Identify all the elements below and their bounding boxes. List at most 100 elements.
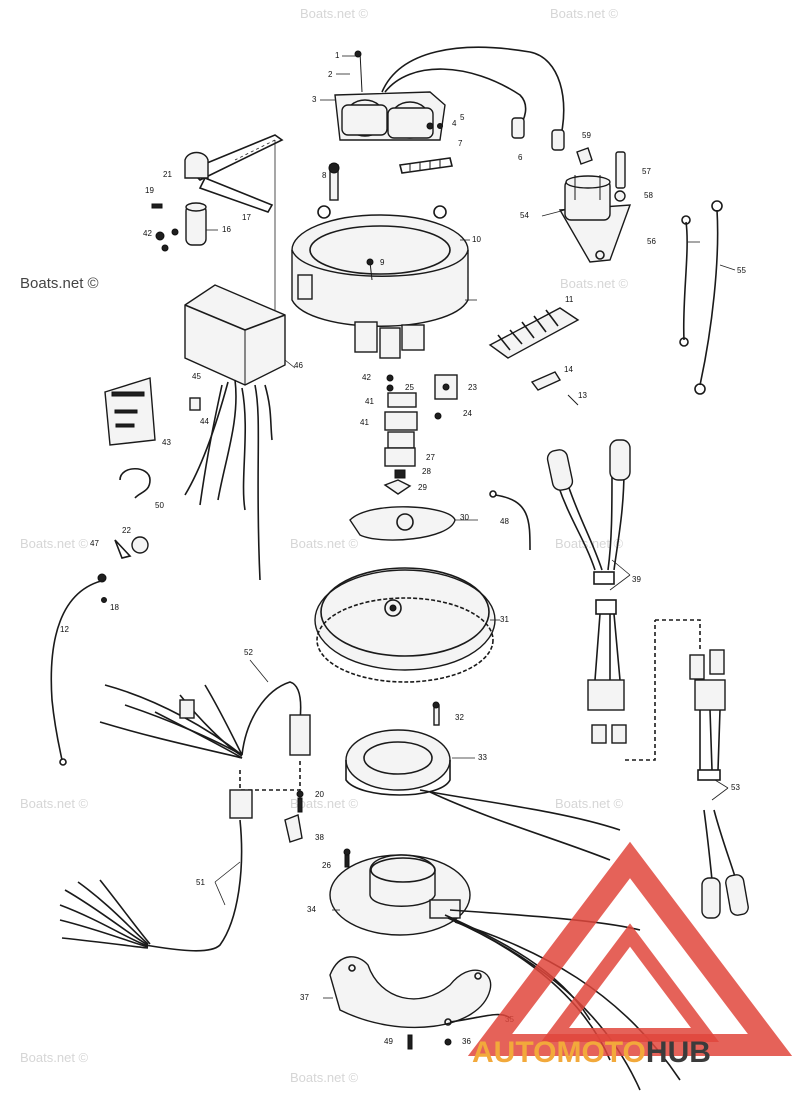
ground-lead <box>50 536 149 766</box>
callout-41b: 41 <box>360 418 369 427</box>
callout-13: 13 <box>578 391 587 400</box>
callout-58: 58 <box>644 191 653 200</box>
callout-1: 1 <box>335 51 340 60</box>
callout-36: 36 <box>462 1037 471 1046</box>
callout-51: 51 <box>196 878 205 887</box>
callout-31: 31 <box>500 615 509 624</box>
callout-14: 14 <box>564 365 573 374</box>
callout-53: 53 <box>731 783 740 792</box>
battery-cable-set <box>546 439 701 761</box>
small-hardware <box>284 790 351 868</box>
watermark-text: Boats.net © <box>300 6 369 21</box>
callout-8: 8 <box>322 171 327 180</box>
callout-44: 44 <box>200 417 209 426</box>
watermark-text: Boats.net © <box>560 276 629 291</box>
stator <box>345 701 621 861</box>
callout-33: 33 <box>478 753 487 762</box>
timer-shield <box>329 956 492 1029</box>
callout-23: 23 <box>468 383 477 392</box>
battery-cables <box>679 200 723 395</box>
rectifier <box>488 307 580 406</box>
watermark-layer: Boats.net © Boats.net © Boats.net © Boat… <box>20 6 629 1085</box>
watermark-text: Boats.net © <box>290 536 359 551</box>
callout-38: 38 <box>315 833 324 842</box>
callout-16: 16 <box>222 225 231 234</box>
callout-42a: 42 <box>362 373 371 382</box>
callout-34: 34 <box>307 905 316 914</box>
callout-7: 7 <box>458 139 463 148</box>
starter-solenoid <box>558 147 632 263</box>
callout-59: 59 <box>582 131 591 140</box>
callout-49: 49 <box>384 1037 393 1046</box>
callout-11: 11 <box>565 295 574 304</box>
callout-29: 29 <box>418 483 427 492</box>
watermark-text: Boats.net © <box>550 6 619 21</box>
automotohub-logo: AUTOMOTOHUB <box>467 841 793 1069</box>
callout-52: 52 <box>244 648 253 657</box>
callout-21: 21 <box>163 170 172 179</box>
callout-2: 2 <box>328 70 333 79</box>
logo-triangle-inner <box>541 923 719 1042</box>
watermark-text: Boats.net © <box>20 796 89 811</box>
watermark-text: Boats.net © <box>20 536 89 551</box>
logo-text: AUTOMOTOHUB <box>472 1036 711 1069</box>
callout-19: 19 <box>145 186 154 195</box>
watermark-text: Boats.net © <box>555 536 624 551</box>
wiring-harness-upper <box>99 681 311 791</box>
callout-45: 45 <box>192 372 201 381</box>
callout-22: 22 <box>122 526 131 535</box>
callout-18: 18 <box>110 603 119 612</box>
leader-lines <box>206 55 736 999</box>
watermark-text: Boats.net © <box>290 796 359 811</box>
callout-47: 47 <box>90 539 99 548</box>
watermark-text: Boats.net © <box>290 1070 359 1085</box>
flywheel <box>314 567 496 683</box>
callout-55: 55 <box>737 266 746 275</box>
callout-32: 32 <box>455 713 464 722</box>
callout-37: 37 <box>300 993 309 1002</box>
ignition-coil-assembly <box>334 46 565 174</box>
callout-25: 25 <box>405 383 414 392</box>
terminal-strip <box>399 157 453 174</box>
switch-box <box>184 284 286 581</box>
callout-42b: 42 <box>143 229 152 238</box>
callout-27: 27 <box>426 453 435 462</box>
callout-28: 28 <box>422 467 431 476</box>
wire-48 <box>489 490 531 551</box>
callout-17: 17 <box>242 213 251 222</box>
trigger-plate <box>349 506 456 541</box>
watermark-text: Boats.net © <box>555 796 624 811</box>
callout-24: 24 <box>463 409 472 418</box>
stator-housing <box>291 162 469 359</box>
callout-12: 12 <box>60 625 69 634</box>
cable-clamp <box>119 467 151 499</box>
callout-6: 6 <box>518 153 523 162</box>
callout-56: 56 <box>647 237 656 246</box>
callout-20: 20 <box>315 790 324 799</box>
watermark-text: Boats.net © <box>20 275 99 292</box>
coil-bracket <box>151 134 284 310</box>
callout-50: 50 <box>155 501 164 510</box>
callout-48: 48 <box>500 517 509 526</box>
starter-cable-set <box>689 649 749 919</box>
decal-label <box>104 377 156 446</box>
callout-9: 9 <box>380 258 385 267</box>
callout-4: 4 <box>452 119 457 128</box>
callout-30: 30 <box>460 513 469 522</box>
callout-54: 54 <box>520 211 529 220</box>
logo-triangle-outer <box>467 841 793 1056</box>
watermark-text: Boats.net © <box>20 1050 89 1065</box>
callout-46: 46 <box>294 361 303 370</box>
callout-41a: 41 <box>365 397 374 406</box>
callout-43: 43 <box>162 438 171 447</box>
callout-labels: 1 2 3 4 5 6 7 8 9 10 11 12 13 14 16 17 1… <box>60 51 746 1046</box>
wiring-harness-lower <box>59 789 253 952</box>
callout-26: 26 <box>322 861 331 870</box>
callout-10: 10 <box>472 235 481 244</box>
callout-57: 57 <box>642 167 651 176</box>
callout-5: 5 <box>460 113 465 122</box>
callout-39: 39 <box>632 575 641 584</box>
timer-base-stack <box>383 374 458 495</box>
callout-3: 3 <box>312 95 317 104</box>
